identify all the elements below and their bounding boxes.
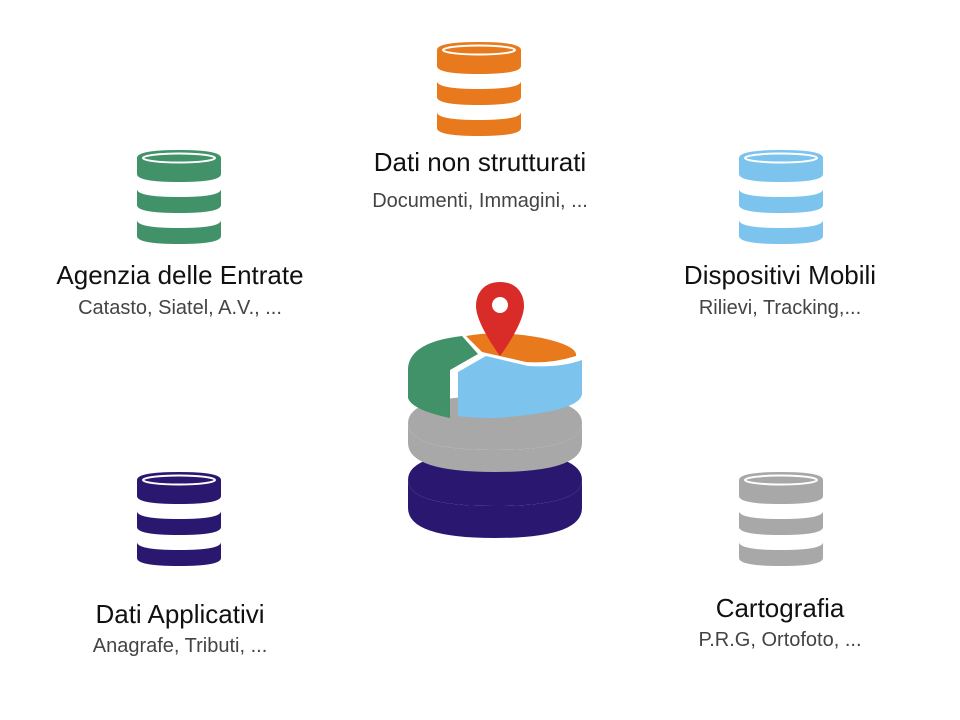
database-icon-light-blue [739,150,823,244]
node-subtitle-cartografia: P.R.G, Ortofoto, ... [698,629,862,651]
database-icon-gray [739,472,823,566]
center-slice-blue [458,356,582,418]
database-icon-green [137,150,221,244]
integrated-database-map-pin-icon [408,282,582,538]
node-subtitle-dispositivi-mobili: Rilievi, Tracking,... [698,297,862,319]
database-icon-dark-purple [137,472,221,566]
node-title-dispositivi-mobili: Dispositivi Mobili [683,260,877,290]
center-disk-gray [408,423,582,472]
node-subtitle-agenzia-entrate: Catasto, Siatel, A.V., ... [78,297,282,319]
node-title-dati-applicativi: Dati Applicativi [95,599,265,629]
node-title-agenzia-entrate: Agenzia delle Entrate [56,260,304,290]
center-disk-purple [408,480,582,538]
node-title-dati-non-strutturati: Dati non strutturati [373,147,587,177]
center-slice-green [408,336,478,418]
node-subtitle-dati-non-strutturati: Documenti, Immagini, ... [372,190,588,212]
node-subtitle-dati-applicativi: Anagrafe, Tributi, ... [92,635,268,657]
database-icon-orange [437,42,521,136]
node-title-cartografia: Cartografia [715,593,845,623]
map-pin-icon [476,282,524,356]
